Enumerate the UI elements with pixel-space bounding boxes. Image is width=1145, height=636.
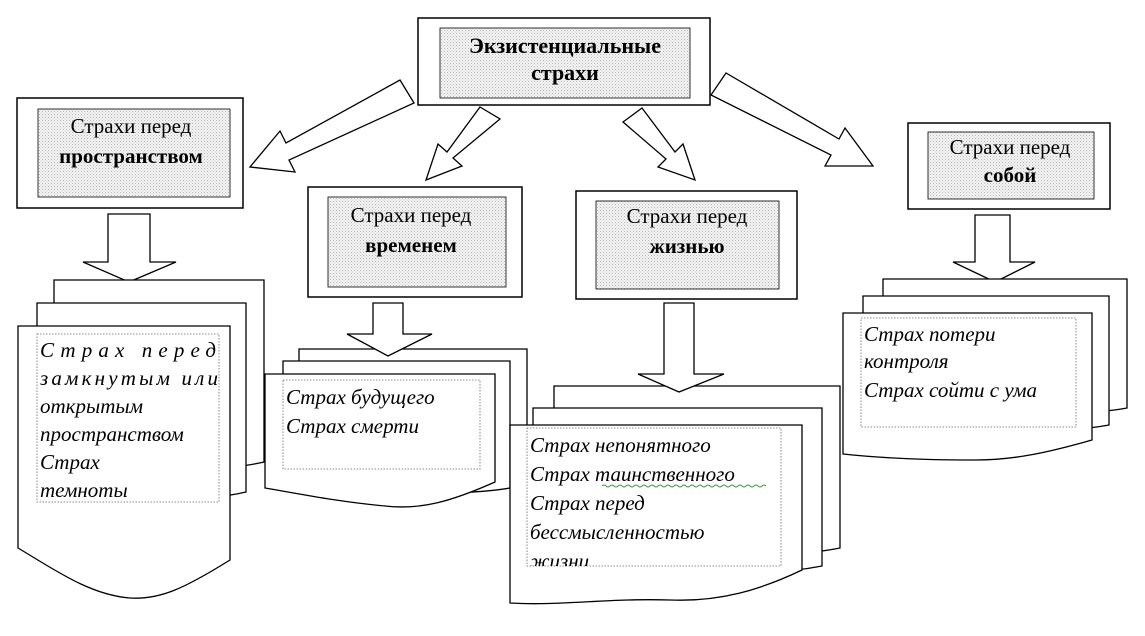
space-item-2a: Страх: [40, 450, 100, 474]
space-item-1b: замкнутым или: [39, 366, 218, 390]
category-life-line1: Страхи перед: [627, 204, 748, 228]
doc-stack-life: Страх непонятного Страх таинственного Ст…: [509, 385, 841, 605]
category-self-line2: собой: [984, 163, 1037, 187]
category-self: Страхи перед собой: [907, 122, 1111, 210]
category-time-line2: временем: [365, 233, 457, 257]
category-life: Страхи перед жизнью: [575, 190, 798, 300]
root-title-line2: страхи: [531, 60, 599, 85]
space-item-2b: темноты: [40, 478, 128, 502]
category-self-line1: Страхи перед: [950, 135, 1071, 159]
life-item-3a: Страх перед: [530, 491, 645, 515]
doc-stack-time: Страх будущего Страх смерти: [264, 348, 528, 508]
arrow-self-down: [952, 214, 1036, 283]
arrow-life-down: [637, 302, 725, 393]
arrow-time-down: [346, 302, 433, 357]
category-space-line2: пространством: [59, 144, 203, 168]
arrow-root-to-life: [621, 107, 697, 182]
doc-stack-self: Страх потери контроля Страх сойти с ума: [842, 278, 1128, 461]
life-item-1: Страх непонятного: [530, 433, 711, 457]
doc-stack-space: Страх перед замкнутым или открытым прост…: [17, 279, 265, 599]
space-item-1d: пространством: [40, 422, 184, 446]
arrow-root-to-self: [710, 72, 875, 167]
life-item-2: Страх таинственного: [530, 462, 735, 486]
category-space: Страхи перед пространством: [16, 97, 244, 209]
category-space-line1: Страхи перед: [71, 114, 192, 138]
arrow-root-to-time: [424, 106, 502, 182]
root-title-line1: Экзистенциальные: [469, 33, 661, 58]
self-item-1b: контроля: [864, 349, 949, 373]
time-item-2: Страх смерти: [286, 414, 419, 438]
arrow-root-to-space: [248, 79, 415, 173]
life-item-3c: жизни: [530, 549, 589, 573]
category-life-line2: жизнью: [649, 234, 724, 258]
root-node: Экзистенциальные страхи: [417, 17, 711, 106]
category-time: Страхи перед временем: [307, 186, 523, 298]
spellcheck-underline: [601, 484, 767, 488]
self-item-1a: Страх потери: [864, 322, 996, 346]
life-item-3b: бессмысленностью: [530, 520, 705, 544]
space-item-1c: открытым: [40, 394, 143, 418]
self-item-2: Страх сойти с ума: [864, 378, 1037, 402]
category-time-line1: Страхи перед: [351, 203, 472, 227]
arrow-space-down: [82, 213, 177, 283]
time-item-1: Страх будущего: [286, 385, 435, 409]
